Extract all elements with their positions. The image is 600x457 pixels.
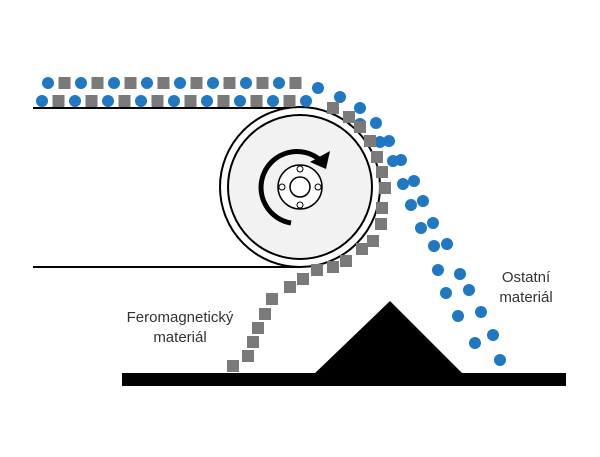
- nonferrous-particle: [405, 199, 417, 211]
- nonferrous-particle: [432, 264, 444, 276]
- ferrous-particle: [252, 322, 264, 334]
- ferrous-particle: [184, 95, 197, 107]
- separator-divider: [313, 301, 464, 375]
- ferrous-particle: [118, 95, 131, 107]
- ferrous-particle: [85, 95, 98, 107]
- nonferrous-particle: [267, 95, 279, 107]
- ferrous-particle: [376, 166, 388, 178]
- ferrous-particle: [284, 281, 296, 293]
- ferrous-particle: [297, 273, 309, 285]
- collection-floor: [122, 373, 566, 386]
- ferrous-particle: [256, 77, 269, 89]
- nonferrous-particle: [374, 136, 386, 148]
- nonferrous-particle: [312, 82, 324, 94]
- other-label-line-2: materiál: [499, 289, 553, 306]
- nonferrous-particle: [141, 77, 153, 89]
- nonferrous-particle: [397, 178, 409, 190]
- ferromagnetic-material-label: Feromagnetický materiál: [112, 308, 248, 348]
- nonferrous-particle: [168, 95, 180, 107]
- ferrous-particle: [58, 77, 71, 89]
- ferrous-particle: [151, 95, 164, 107]
- nonferrous-particle: [415, 222, 427, 234]
- nonferrous-particle: [300, 95, 312, 107]
- ferrous-particle: [227, 360, 239, 372]
- ferrous-particle: [376, 202, 388, 214]
- nonferrous-particle: [36, 95, 48, 107]
- ferrous-particle: [379, 182, 391, 194]
- nonferrous-particle: [494, 354, 506, 366]
- ferrous-particle: [157, 77, 170, 89]
- nonferrous-particle: [354, 102, 366, 114]
- nonferrous-particle: [240, 77, 252, 89]
- nonferrous-particle: [441, 238, 453, 250]
- nonferrous-particle: [427, 217, 439, 229]
- ferrous-particle: [371, 151, 383, 163]
- nonferrous-particle: [440, 287, 452, 299]
- ferrous-particle: [250, 95, 263, 107]
- ferrous-particle: [124, 77, 137, 89]
- ferrous-particle: [367, 235, 379, 247]
- ferrous-particle: [259, 308, 271, 320]
- ferrous-particle: [327, 261, 339, 273]
- nonferrous-particle: [417, 195, 429, 207]
- ferrous-particle: [283, 95, 296, 107]
- nonferrous-particle: [75, 77, 87, 89]
- ferrous-particle: [340, 255, 352, 267]
- nonferrous-particle: [42, 77, 54, 89]
- other-label-line-1: Ostatní: [501, 269, 551, 286]
- nonferrous-particle: [135, 95, 147, 107]
- magnetic-drum: [219, 106, 381, 268]
- ferrous-particle: [190, 77, 203, 89]
- ferrous-particle: [242, 350, 254, 362]
- ferrous-particle: [343, 111, 355, 123]
- nonferrous-particle: [108, 77, 120, 89]
- nonferrous-particle: [174, 77, 186, 89]
- nonferrous-particle: [387, 155, 399, 167]
- nonferrous-particle: [452, 310, 464, 322]
- nonferrous-particle: [334, 91, 346, 103]
- nonferrous-particle: [454, 268, 466, 280]
- nonferrous-particle: [487, 329, 499, 341]
- ferrous-particle: [354, 121, 366, 133]
- ferrous-particle: [247, 336, 259, 348]
- particle-stream: [36, 77, 506, 372]
- ferrous-particle: [91, 77, 104, 89]
- ferromagnetic-label-line-2: materiál: [153, 329, 207, 346]
- nonferrous-particle: [273, 77, 285, 89]
- ferrous-particle: [52, 95, 65, 107]
- nonferrous-particle: [201, 95, 213, 107]
- nonferrous-particle: [370, 117, 382, 129]
- ferrous-particle: [217, 95, 230, 107]
- ferrous-particle: [289, 77, 302, 89]
- nonferrous-particle: [475, 306, 487, 318]
- nonferrous-particle: [428, 240, 440, 252]
- nonferrous-particle: [469, 337, 481, 349]
- ferrous-particle: [327, 102, 339, 114]
- ferromagnetic-label-line-1: Feromagnetický: [126, 309, 234, 326]
- clockwise-arrow-icon: [258, 149, 330, 226]
- ferrous-particle: [356, 243, 368, 255]
- nonferrous-particle: [234, 95, 246, 107]
- nonferrous-particle: [102, 95, 114, 107]
- nonferrous-particle: [69, 95, 81, 107]
- nonferrous-particle: [408, 175, 420, 187]
- other-material-label: Ostatní materiál: [486, 268, 566, 308]
- nonferrous-particle: [207, 77, 219, 89]
- ferrous-particle: [375, 218, 387, 230]
- nonferrous-particle: [463, 284, 475, 296]
- ferrous-particle: [266, 293, 278, 305]
- nonferrous-particle: [383, 135, 395, 147]
- ferrous-particle: [223, 77, 236, 89]
- ferrous-particle: [364, 135, 376, 147]
- ferrous-particle: [311, 264, 323, 276]
